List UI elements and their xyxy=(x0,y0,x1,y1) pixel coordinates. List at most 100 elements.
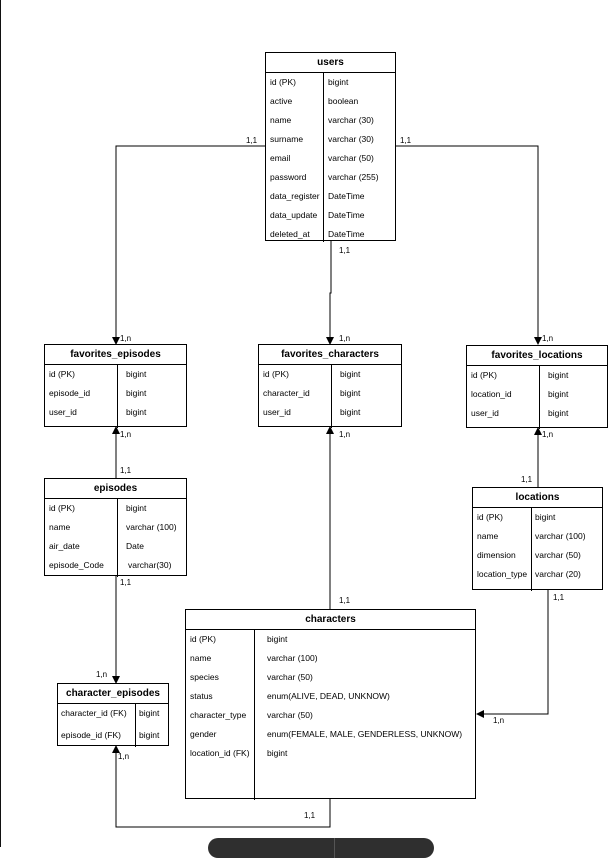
field-type: bigint xyxy=(126,407,147,417)
field-name: status xyxy=(190,691,213,701)
entity-row: id (PK)bigint xyxy=(45,365,186,384)
cardinality-label: 1,1 xyxy=(521,475,533,484)
bottom-toolbar[interactable] xyxy=(208,838,434,858)
field-name: name xyxy=(477,531,499,541)
cardinality-label: 1,n xyxy=(96,670,108,679)
field-type: enum(FEMALE, MALE, GENDERLESS, UNKNOW) xyxy=(267,729,463,739)
field-name: episode_id (FK) xyxy=(61,730,122,740)
field-name: name xyxy=(270,115,292,125)
cardinality-label: 1,n xyxy=(118,752,130,761)
field-type: bigint xyxy=(340,388,361,398)
field-type: bigint xyxy=(126,503,147,513)
field-type: boolean xyxy=(328,96,359,106)
cardinality-label: 1,n xyxy=(542,430,554,439)
field-name: episode_id xyxy=(49,388,91,398)
cardinality-label: 1,n xyxy=(339,430,351,439)
entity-row: name varchar (30) xyxy=(266,111,395,130)
field-type: varchar (30) xyxy=(328,115,374,125)
field-type: Date xyxy=(126,541,144,551)
field-type: bigint xyxy=(267,748,288,758)
entity-title: characters xyxy=(186,610,475,630)
field-type: varchar (30) xyxy=(328,134,374,144)
entity-title: favorites_episodes xyxy=(45,345,186,365)
edge-users-favorites-locations xyxy=(396,145,542,345)
cardinality-label: 1,n xyxy=(120,430,132,439)
entity-favorites-episodes[interactable]: favorites_episodes id (PK)bigint episode… xyxy=(44,344,187,428)
field-name: data_register xyxy=(270,191,320,201)
entity-row: location_id (FK) bigint xyxy=(186,744,475,763)
entity-row: id (PK)bigint xyxy=(259,365,401,384)
edge-users-favorites-characters xyxy=(326,241,334,345)
field-name: location_type xyxy=(477,569,528,579)
cardinality-label: 1,1 xyxy=(120,578,132,587)
column-divider xyxy=(135,704,136,747)
column-divider xyxy=(254,630,255,800)
entity-title: favorites_characters xyxy=(259,345,401,365)
toolbar-divider xyxy=(334,838,335,858)
canvas-left-border xyxy=(0,0,1,847)
entity-title: locations xyxy=(473,488,602,508)
entity-row: id (PK)bigint xyxy=(467,366,607,385)
field-name: deleted_at xyxy=(270,229,310,239)
entity-favorites-locations[interactable]: favorites_locations id (PK)bigint locati… xyxy=(466,345,608,429)
entity-row: data_register DateTime xyxy=(266,187,395,206)
field-name: character_id (FK) xyxy=(61,708,127,718)
field-name: character_id xyxy=(263,388,310,398)
field-name: name xyxy=(49,522,71,532)
field-name: id (PK) xyxy=(49,503,75,513)
cardinality-label: 1,1 xyxy=(400,136,412,145)
field-name: location_id (FK) xyxy=(190,748,250,758)
entity-row: character_id (FK)bigint xyxy=(58,704,168,723)
field-name: air_date xyxy=(49,541,80,551)
field-type: bigint xyxy=(535,512,556,522)
cardinality-label: 1,1 xyxy=(339,596,351,605)
field-type: varchar (50) xyxy=(535,550,581,560)
column-divider xyxy=(323,73,324,242)
entity-row: character_id bigint xyxy=(259,384,401,403)
cardinality-label: 1,1 xyxy=(339,246,351,255)
field-type: varchar (100) xyxy=(267,653,318,663)
cardinality-label: 1,n xyxy=(493,716,505,725)
field-name: password xyxy=(270,172,307,182)
entity-favorites-characters[interactable]: favorites_characters id (PK)bigint chara… xyxy=(258,344,402,428)
field-type: DateTime xyxy=(328,191,365,201)
field-type: bigint xyxy=(340,369,361,379)
cardinality-label: 1,1 xyxy=(304,811,316,820)
cardinality-label: 1,1 xyxy=(246,136,258,145)
field-name: species xyxy=(190,672,219,682)
field-type: bigint xyxy=(267,634,288,644)
cardinality-label: 1,n xyxy=(339,334,351,343)
field-type: bigint xyxy=(139,730,160,740)
field-name: character_type xyxy=(190,710,247,720)
field-name: id (PK) xyxy=(49,369,75,379)
column-divider xyxy=(117,365,118,428)
field-type: varchar(30) xyxy=(128,560,172,570)
field-type: bigint xyxy=(548,408,569,418)
entity-character-episodes[interactable]: character_episodes character_id (FK)bigi… xyxy=(57,683,169,747)
entity-title: character_episodes xyxy=(58,684,168,704)
field-type: varchar (50) xyxy=(267,710,313,720)
entity-row: id (PK) bigint xyxy=(186,630,475,649)
field-type: varchar (20) xyxy=(535,569,581,579)
field-name: id (PK) xyxy=(190,634,216,644)
field-name: data_update xyxy=(270,210,318,220)
